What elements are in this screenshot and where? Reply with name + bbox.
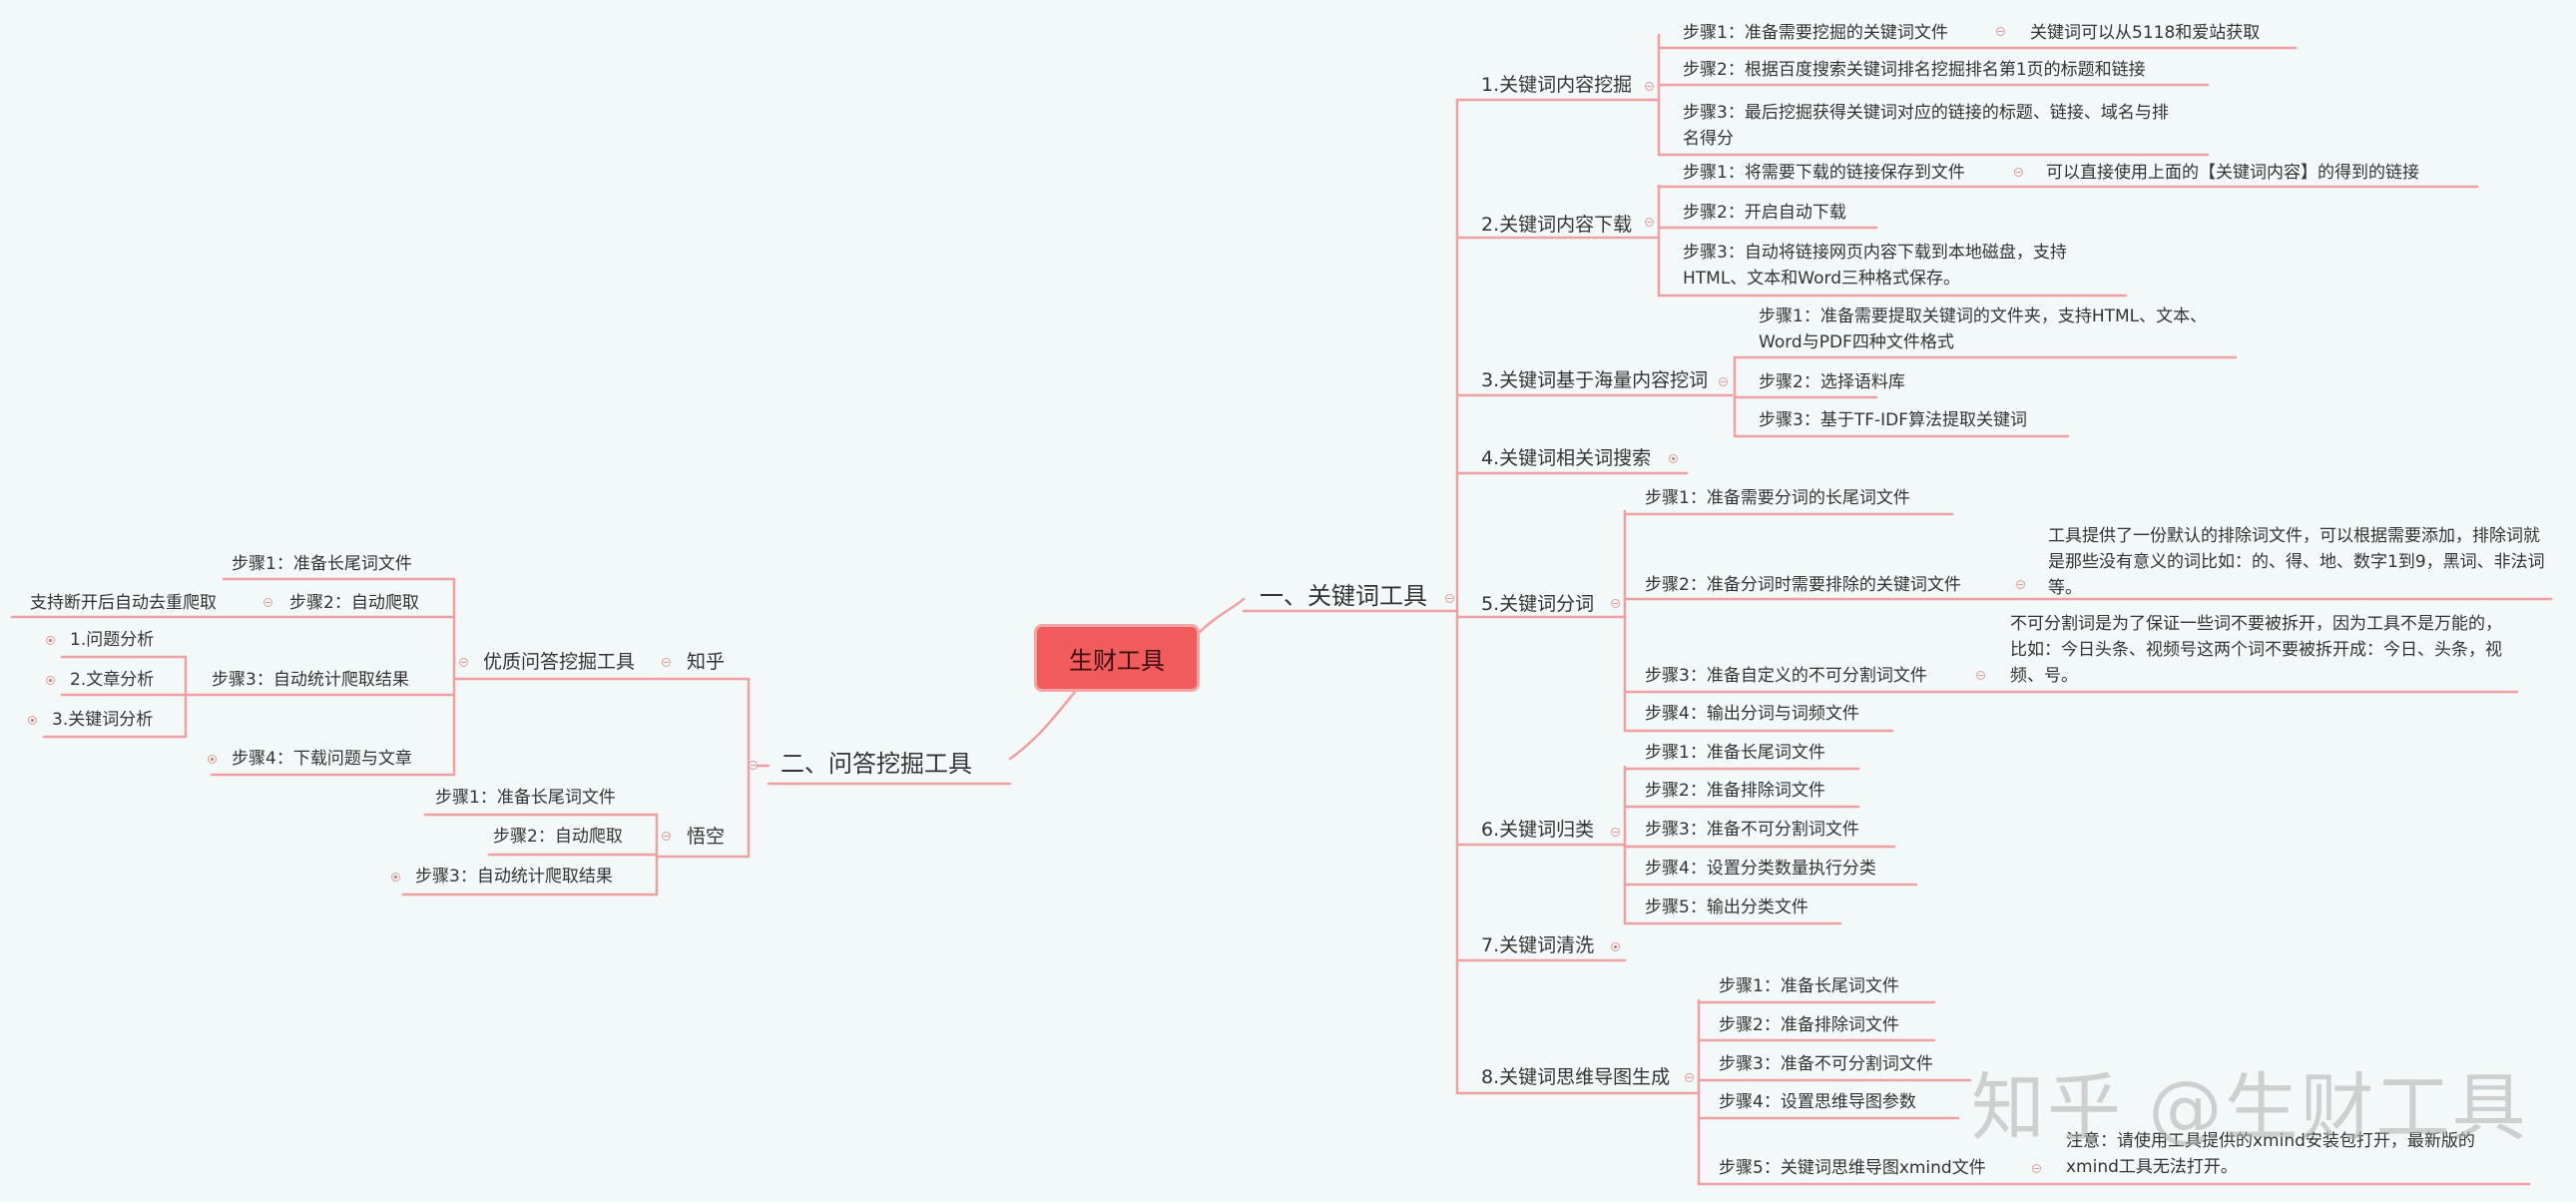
collapse-toggle[interactable]: [749, 761, 758, 770]
topic-quality-qa-mining[interactable]: 优质问答挖掘工具: [483, 651, 636, 673]
step-node[interactable]: 步骤4：下载问题与文章: [232, 749, 412, 769]
expand-toggle[interactable]: [28, 716, 37, 725]
note-node[interactable]: 不可分割词是为了保证一些词不要被拆开，因为工具不是万能的，比如：今日头条、视频号…: [2010, 614, 2502, 686]
expand-toggle[interactable]: [1669, 454, 1678, 463]
note-node[interactable]: 可以直接使用上面的【关键词内容】的得到的链接: [2046, 163, 2419, 183]
step-node[interactable]: 步骤5：输出分类文件: [1645, 898, 1808, 917]
collapse-toggle[interactable]: [1685, 1073, 1694, 1082]
expand-toggle[interactable]: [46, 636, 55, 645]
step-node[interactable]: 步骤1：准备需要提取关键词的文件夹，支持HTML、文本、Word与PDF四种文件…: [1759, 306, 2208, 352]
step-node[interactable]: 步骤3：自动将链接网页内容下载到本地磁盘，支持HTML、文本和Word三种格式保…: [1683, 243, 2067, 289]
main-topic-qa-mining-tools[interactable]: 二、问答挖掘工具: [780, 750, 972, 778]
step-node[interactable]: 步骤5：关键词思维导图xmind文件: [1719, 1158, 1986, 1178]
note-node[interactable]: 工具提供了一份默认的排除词文件，可以根据需要添加，排除词就是那些没有意义的词比如…: [2048, 526, 2545, 598]
note-node[interactable]: 支持断开后自动去重爬取: [30, 593, 217, 613]
topic-keyword-mindmap[interactable]: 8.关键词思维导图生成: [1481, 1066, 1671, 1088]
topic-keyword-content-download[interactable]: 2.关键词内容下载: [1481, 214, 1633, 236]
note-node[interactable]: 关键词可以从5118和爱站获取: [2030, 23, 2261, 43]
step-node[interactable]: 步骤1：准备需要分词的长尾词文件: [1645, 488, 1910, 508]
collapse-toggle[interactable]: [2032, 1164, 2041, 1173]
topic-keyword-classification[interactable]: 6.关键词归类: [1481, 819, 1595, 841]
collapse-toggle[interactable]: [1611, 599, 1620, 608]
collapse-toggle[interactable]: [263, 598, 272, 607]
step-node[interactable]: 步骤2：自动爬取: [289, 593, 419, 613]
collapse-toggle[interactable]: [1645, 82, 1654, 91]
main-topic-keyword-tools[interactable]: 一、关键词工具: [1260, 582, 1427, 610]
collapse-toggle[interactable]: [1445, 594, 1454, 603]
expand-toggle[interactable]: [208, 755, 217, 764]
step-node[interactable]: 步骤1：准备长尾词文件: [1645, 743, 1825, 763]
collapse-toggle[interactable]: [2016, 580, 2025, 589]
topic-keyword-content-mining[interactable]: 1.关键词内容挖掘: [1481, 74, 1633, 96]
step-node[interactable]: 步骤3：最后挖掘获得关键词对应的链接的标题、链接、域名与排名得分: [1683, 103, 2169, 149]
step-node[interactable]: 步骤3：准备不可分割词文件: [1719, 1054, 1933, 1074]
topic-wukong[interactable]: 悟空: [687, 826, 726, 848]
topic-keyword-related-search[interactable]: 4.关键词相关词搜索: [1481, 447, 1652, 469]
step-node[interactable]: 步骤2：选择语料库: [1759, 372, 1905, 392]
analysis-node[interactable]: 3.关键词分析: [52, 710, 154, 730]
collapse-toggle[interactable]: [459, 658, 468, 667]
step-node[interactable]: 步骤1：准备需要挖掘的关键词文件: [1683, 23, 1948, 43]
collapse-toggle[interactable]: [1996, 27, 2005, 36]
analysis-node[interactable]: 2.文章分析: [70, 670, 155, 690]
step-node[interactable]: 步骤1：准备长尾词文件: [435, 788, 616, 808]
step-node[interactable]: 步骤1：将需要下载的链接保存到文件: [1683, 163, 1965, 183]
root-topic[interactable]: 生财工具: [1034, 624, 1200, 692]
step-node[interactable]: 步骤2：根据百度搜索关键词排名挖掘排名第1页的标题和链接: [1683, 60, 2146, 80]
collapse-toggle[interactable]: [1645, 218, 1654, 227]
step-node[interactable]: 步骤2：准备排除词文件: [1645, 781, 1825, 801]
collapse-toggle[interactable]: [662, 658, 671, 667]
topic-keyword-segmentation[interactable]: 5.关键词分词: [1481, 593, 1595, 615]
expand-toggle[interactable]: [46, 676, 55, 685]
step-node[interactable]: 步骤3：基于TF-IDF算法提取关键词: [1759, 410, 2027, 430]
analysis-node[interactable]: 1.问题分析: [70, 630, 155, 650]
collapse-toggle[interactable]: [1976, 671, 1985, 680]
note-node[interactable]: 注意：请使用工具提供的xmind安装包打开，最新版的xmind工具无法打开。: [2066, 1131, 2475, 1177]
step-node[interactable]: 步骤3：准备不可分割词文件: [1645, 820, 1859, 840]
step-node[interactable]: 步骤2：准备排除词文件: [1719, 1015, 1899, 1035]
step-node[interactable]: 步骤4：输出分词与词频文件: [1645, 704, 1859, 724]
step-node[interactable]: 步骤2：开启自动下载: [1683, 203, 1846, 223]
step-node[interactable]: 步骤3：准备自定义的不可分割词文件: [1645, 666, 1927, 686]
step-node[interactable]: 步骤4：设置思维导图参数: [1719, 1092, 1916, 1112]
collapse-toggle[interactable]: [2014, 168, 2023, 177]
step-node[interactable]: 步骤1：准备长尾词文件: [232, 554, 412, 574]
step-node[interactable]: 步骤2：准备分词时需要排除的关键词文件: [1645, 575, 1961, 595]
expand-toggle[interactable]: [391, 873, 400, 882]
step-node[interactable]: 步骤2：自动爬取: [493, 827, 623, 847]
watermark: 知乎 @生财工具: [1971, 1065, 2528, 1151]
expand-toggle[interactable]: [1611, 942, 1620, 951]
step-node[interactable]: 步骤1：准备长尾词文件: [1719, 976, 1899, 996]
topic-keyword-cleaning[interactable]: 7.关键词清洗: [1481, 934, 1595, 956]
step-node[interactable]: 步骤3：自动统计爬取结果: [415, 867, 613, 887]
step-node[interactable]: 步骤4：设置分类数量执行分类: [1645, 859, 1876, 879]
topic-zhihu[interactable]: 知乎: [687, 651, 726, 673]
collapse-toggle[interactable]: [662, 832, 671, 841]
topic-keyword-corpus-mining[interactable]: 3.关键词基于海量内容挖词: [1481, 369, 1709, 391]
step-node[interactable]: 步骤3：自动统计爬取结果: [212, 670, 409, 690]
collapse-toggle[interactable]: [1611, 828, 1620, 837]
collapse-toggle[interactable]: [1719, 377, 1728, 386]
